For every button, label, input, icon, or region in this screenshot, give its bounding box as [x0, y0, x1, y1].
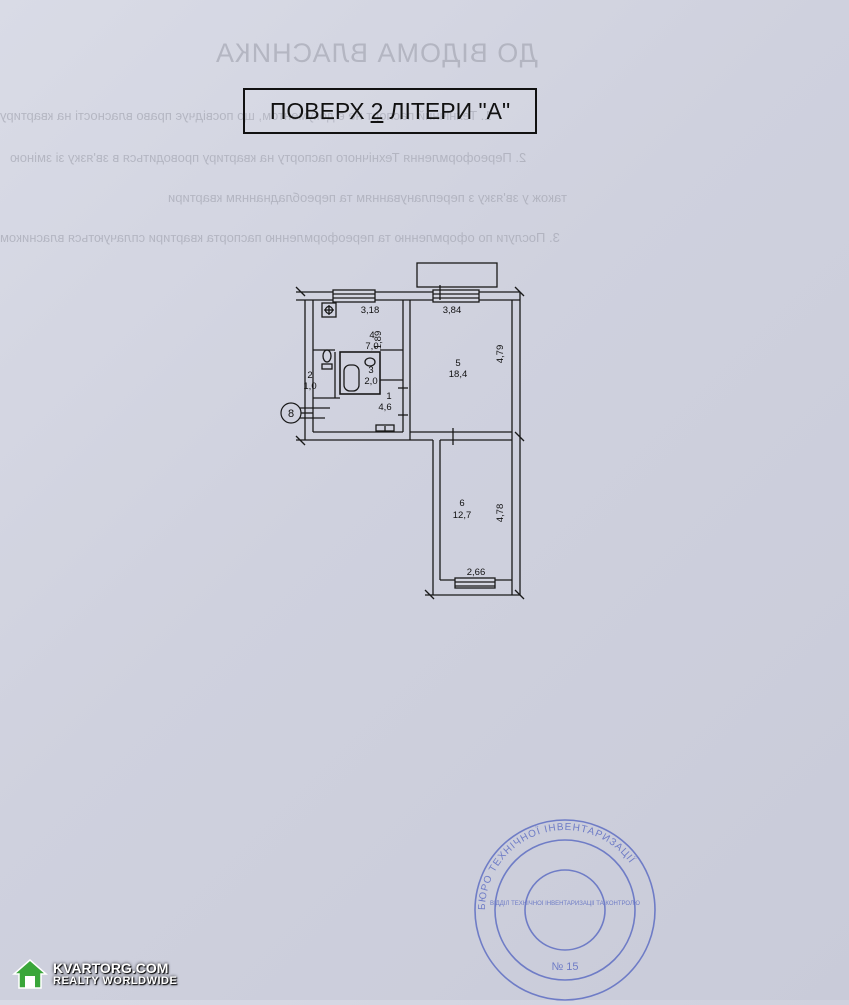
floor-title-box: ПОВЕРХ 2 ЛІТЕРИ "А": [243, 88, 537, 134]
room-2-number: 2: [307, 370, 312, 381]
stamp-number: № 15: [551, 961, 578, 973]
room-4-area: 7,0: [365, 341, 378, 352]
room-3-area: 2,0: [364, 376, 377, 387]
bedroom-window: [454, 577, 496, 589]
room-5-area: 18,4: [449, 369, 468, 380]
balcony: [416, 262, 498, 288]
logo-name: KVARTORG.COM: [53, 959, 169, 976]
room-3-number: 3: [368, 365, 373, 376]
floor-title-prefix: ПОВЕРХ: [269, 97, 365, 124]
room-2-area: 1,0: [303, 381, 316, 392]
house-icon: [12, 959, 48, 989]
room-5-number: 5: [455, 358, 460, 369]
toilet-icon: [322, 349, 332, 363]
entrance-door: [375, 424, 395, 432]
room-6-area: 12,7: [453, 510, 472, 521]
living-window: [432, 289, 480, 303]
stove-icon: [321, 302, 337, 318]
kitchen-window: [332, 289, 376, 303]
floor-title-suffix: ЛІТЕРИ "А": [389, 97, 511, 124]
logo-tagline: REALTY WORLDWIDE: [53, 974, 178, 987]
dimension-bedroom-width: 2,66: [467, 567, 486, 578]
room-6-number: 6: [459, 498, 464, 509]
dimension-living-width: 3,84: [443, 305, 462, 316]
room-1-area: 4,6: [378, 402, 391, 413]
kvartorg-logo: KVARTORG.COM REALTY WORLDWIDE: [12, 958, 177, 990]
room-1-number: 1: [386, 391, 391, 402]
official-stamp: БЮРО ТЕХНІЧНОЇ ІНВЕНТАРИЗАЦІЇ ВІДДІЛ ТЕХ…: [474, 819, 656, 1001]
dimension-living-depth: 4,79: [495, 345, 506, 364]
room-4-number: 4: [369, 330, 374, 341]
dimension-bedroom-depth: 4,78: [495, 504, 506, 523]
floor-title-number: 2: [370, 97, 384, 124]
dimension-kitchen-width: 3,18: [361, 305, 380, 316]
sink-icon: [364, 357, 376, 367]
apartment-number: 8: [288, 408, 294, 420]
stamp-inner-text: ВІДДІЛ ТЕХНІЧНОЇ ІНВЕНТАРИЗАЦІЇ ТА КОНТР…: [490, 900, 640, 907]
dimension-kitchen-depth: 1,89: [373, 331, 384, 350]
bathtub-icon: [343, 364, 360, 392]
bathroom-partition: [339, 351, 381, 395]
